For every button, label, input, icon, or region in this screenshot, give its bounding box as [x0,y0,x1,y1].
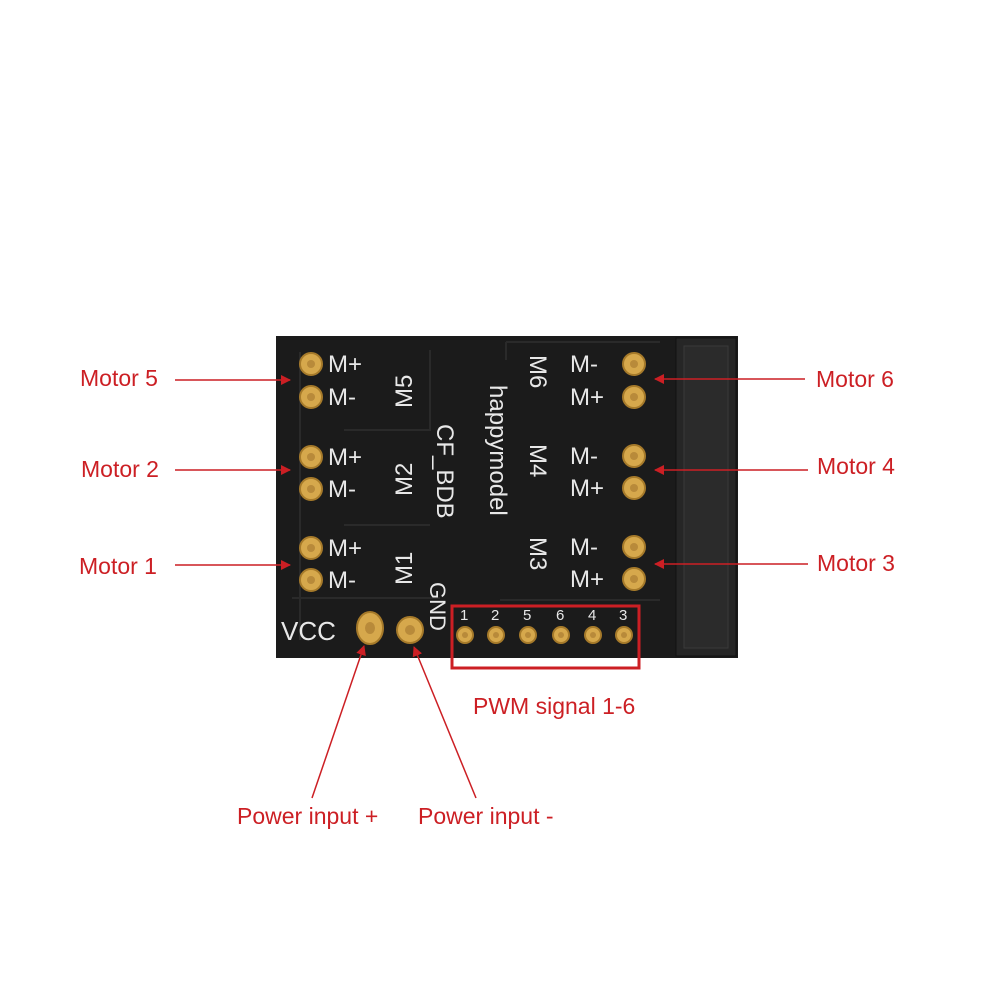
arrow-power-minus [412,646,477,799]
motor-id-m3: M3 [524,537,551,570]
gnd-label: GND [425,582,450,631]
pin-label-m4-plus: M+ [570,475,604,502]
label-power-input-plus: Power input + [237,803,379,829]
connector-slot [683,345,729,649]
board-traces [292,341,660,640]
pwm-highlight-box [450,604,641,670]
left-motor-pads [299,352,323,592]
label-motor5: Motor 5 [80,365,158,391]
pin-label-m1-minus: M- [328,567,356,594]
label-motor2: Motor 2 [81,456,159,482]
label-motor6: Motor 6 [816,366,894,392]
callout-arrows [175,374,808,799]
pwm-num-3: 3 [619,607,627,624]
pwm-num-1: 1 [460,607,468,624]
motor-id-m6: M6 [524,355,551,388]
label-motor4: Motor 4 [817,453,895,479]
board-brand: happymodel [484,385,511,516]
pwm-num-5: 5 [523,607,531,624]
pin-label-m6-plus: M+ [570,384,604,411]
label-motor1: Motor 1 [79,553,157,579]
pwm-num-2: 2 [491,607,499,624]
label-pwm-signal: PWM signal 1-6 [473,693,636,719]
pwm-pads [456,626,633,644]
motor-id-m4: M4 [524,444,551,477]
label-motor3: Motor 3 [817,550,895,576]
motor-id-m1: M1 [391,552,418,585]
vcc-label: VCC [281,616,336,646]
pin-label-m5-minus: M- [328,384,356,411]
pin-label-m4-minus: M- [570,443,598,470]
label-power-input-minus: Power input - [418,803,554,829]
pwm-num-4: 4 [588,607,596,624]
pin-label-m2-minus: M- [328,476,356,503]
arrow-power-plus [311,645,366,799]
silkscreen: M+ M- M+ M- M+ M- M5 M2 M1 CF_BDB happym… [281,351,627,646]
pwm-num-6: 6 [556,607,564,624]
right-motor-pads [622,352,646,591]
pin-label-m3-minus: M- [570,534,598,561]
pin-label-m5-plus: M+ [328,351,362,378]
pin-label-m2-plus: M+ [328,444,362,471]
motor-id-m5: M5 [391,375,418,408]
pin-label-m6-minus: M- [570,351,598,378]
pin-label-m1-plus: M+ [328,535,362,562]
pin-label-m3-plus: M+ [570,566,604,593]
motor-id-m2: M2 [391,463,418,496]
pcb-board [276,336,738,658]
board-model: CF_BDB [431,424,458,519]
